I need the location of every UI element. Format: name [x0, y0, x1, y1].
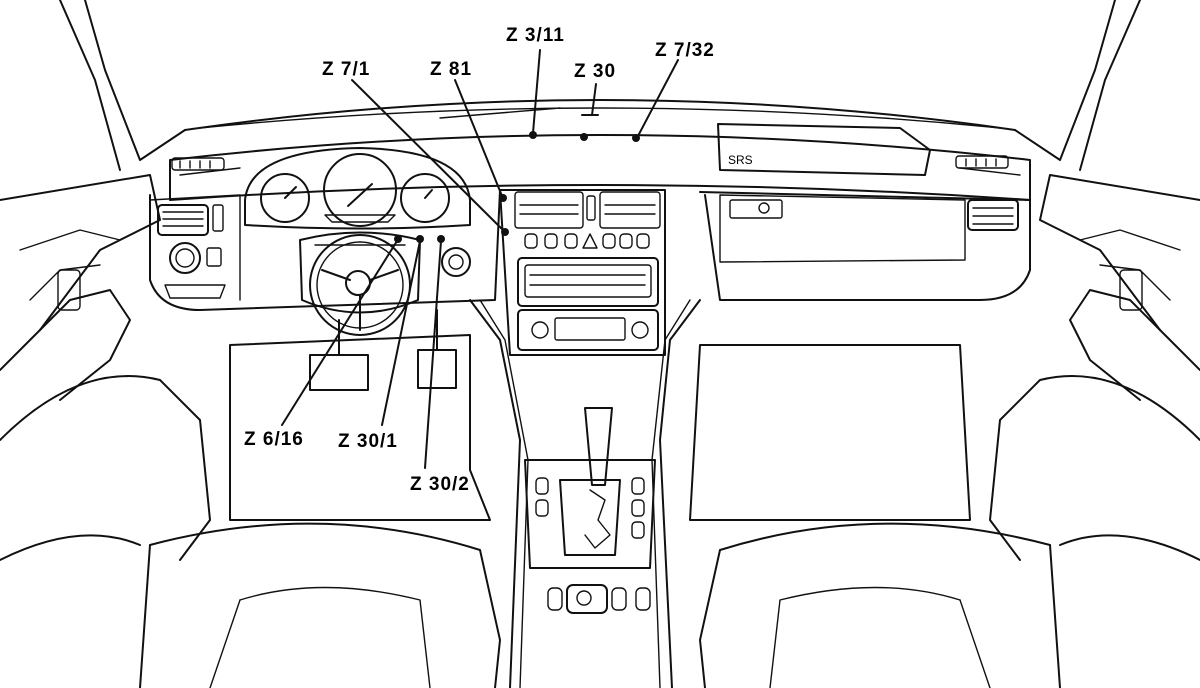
center-console [499, 189, 666, 356]
callout-dot-z7-1 [501, 228, 509, 236]
left-vent-cluster [157, 204, 226, 299]
callout-label-z30-2: Z 30/2 [410, 474, 470, 495]
right-vent [729, 199, 1019, 231]
callout-label-z6-16: Z 6/16 [244, 429, 304, 450]
right-seat [699, 522, 1200, 688]
driver-footwell [229, 309, 491, 521]
airbag-srs-label: SRS [728, 153, 753, 167]
left-seat [0, 522, 501, 688]
left-door-panel [0, 174, 211, 561]
callout-dot-z3-11 [529, 131, 537, 139]
ignition-switch [441, 247, 471, 277]
dashboard-body [149, 189, 1031, 311]
windshield-frame [59, 0, 1141, 171]
callout-label-z3-11: Z 3/11 [506, 25, 565, 46]
callout-dot-z81 [499, 194, 507, 202]
callout-dot-z30 [580, 133, 588, 141]
callout-label-z30: Z 30 [574, 61, 617, 82]
right-door-panel [989, 174, 1200, 561]
callout-label-z81: Z 81 [430, 59, 473, 80]
callout-dot-z30-1 [416, 235, 424, 243]
passenger-airbag-panel [717, 123, 931, 176]
center-tunnel [469, 299, 701, 688]
instrument-cluster [244, 147, 471, 230]
callout-label-z7-1: Z 7/1 [322, 59, 371, 80]
steering-wheel [299, 231, 421, 336]
callout-leaders [281, 49, 679, 469]
callout-dot-z30-2 [437, 235, 445, 243]
passenger-footwell [689, 344, 971, 521]
callout-label-z30-1: Z 30/1 [338, 431, 398, 452]
callout-dot-z7-32 [632, 134, 640, 142]
callout-dot-z6-16 [394, 235, 402, 243]
callout-label-z7-32: Z 7/32 [655, 40, 715, 61]
